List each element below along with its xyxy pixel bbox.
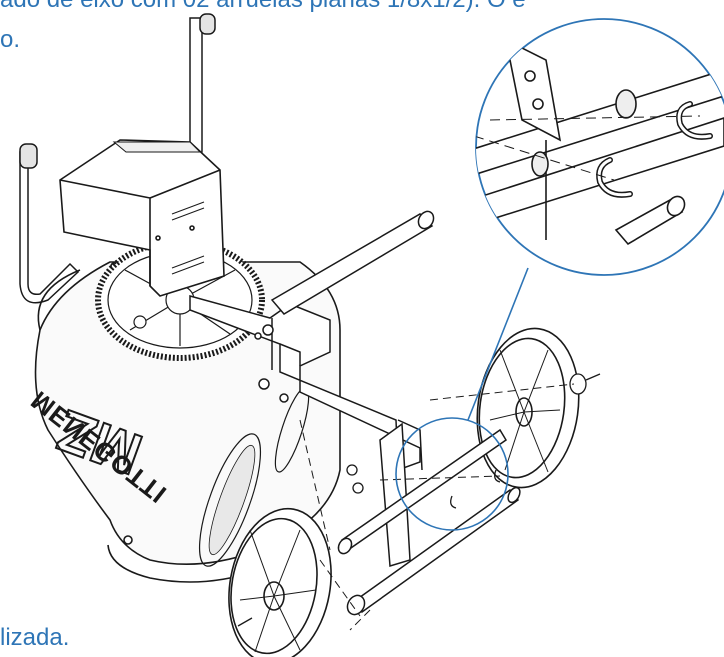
axle-rod bbox=[337, 428, 521, 616]
instruction-text-line-1: ado de eixo com 02 arruelas planas 1/8x1… bbox=[0, 0, 526, 12]
assembly-hardware bbox=[237, 373, 601, 631]
instruction-text-line-bottom: lizada. bbox=[0, 624, 70, 651]
motor-housing bbox=[59, 139, 225, 297]
detail-leader-line bbox=[467, 267, 529, 421]
tow-bar bbox=[270, 210, 435, 315]
detail-magnified bbox=[475, 18, 724, 276]
detail-callout-small bbox=[395, 417, 509, 531]
instruction-text-line-2: o. bbox=[0, 26, 21, 53]
wheel-left bbox=[228, 507, 332, 657]
wheel-right bbox=[476, 327, 580, 489]
chassis-frame bbox=[189, 295, 423, 567]
